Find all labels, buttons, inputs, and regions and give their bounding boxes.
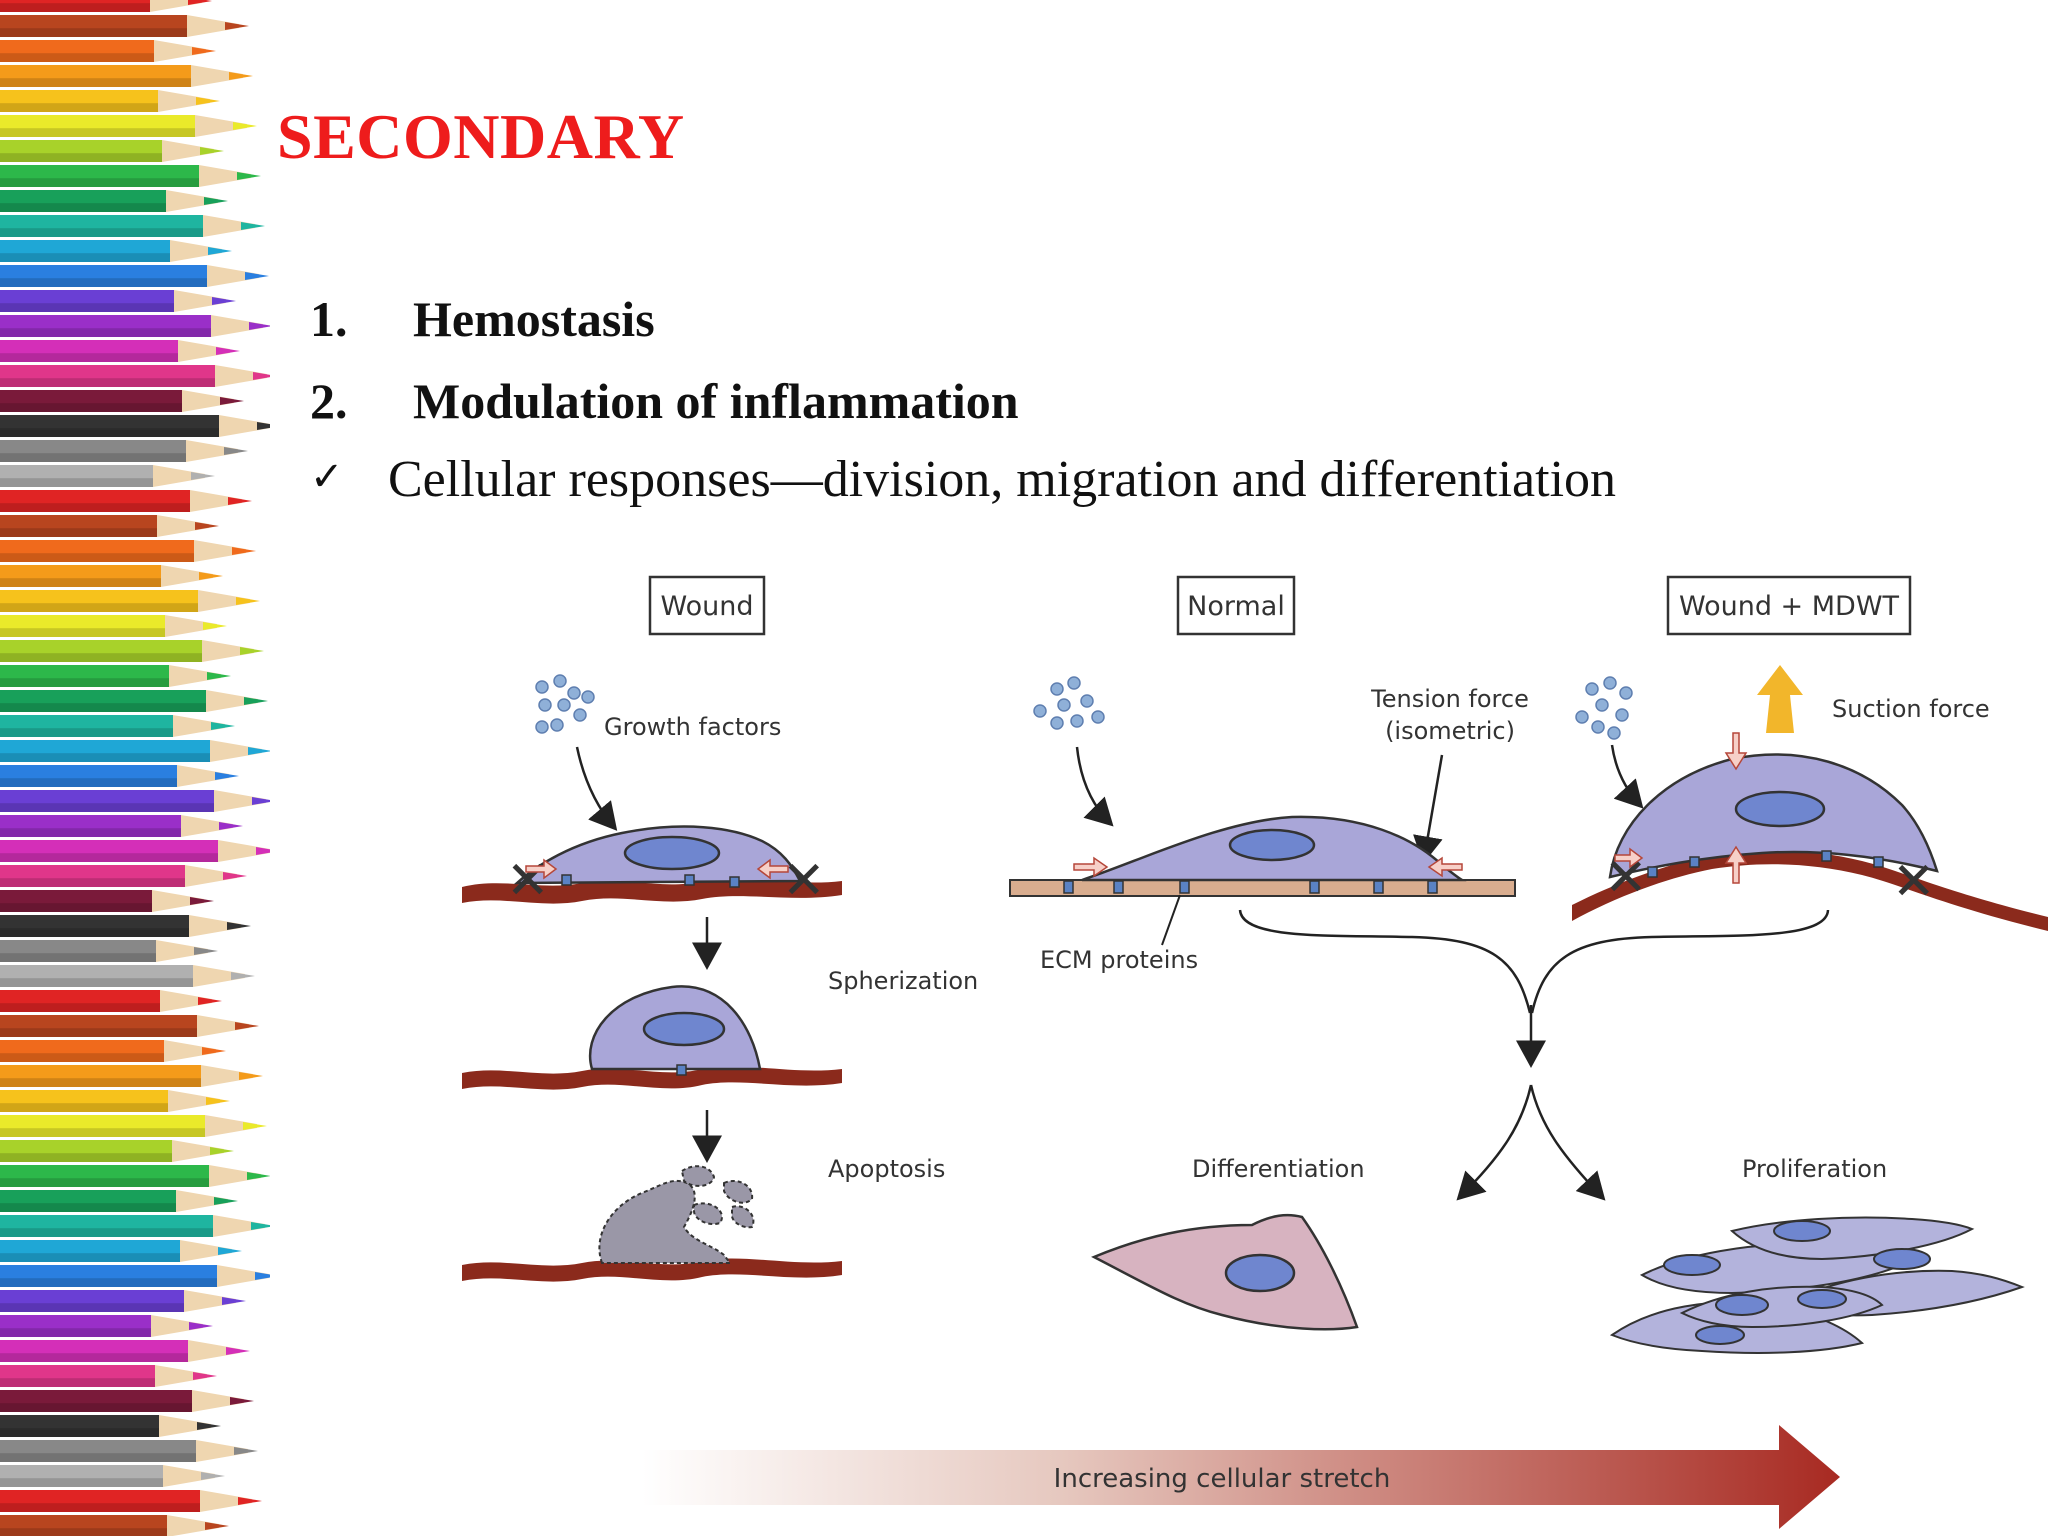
list-text: Hemostasis [413,291,655,347]
list-text: Modulation of inflammation [413,373,1019,429]
label-tension-isometric: (isometric) [1385,717,1515,745]
label-growth-factors: Growth factors [604,713,781,741]
panel-header-wound-mdwt: Wound + MDWT [1666,575,1912,636]
colored-pencils-border [0,0,270,1536]
growth-factor-dots-wound [535,674,595,734]
apoptotic-cell [462,1165,842,1282]
list-item-hemostasis: 1. Hemostasis [310,290,655,348]
label-stretch: Increasing cellular stretch [1054,1464,1391,1494]
list-item-inflammation: 2. Modulation of inflammation [310,372,1019,430]
label-proliferation: Proliferation [1742,1155,1887,1183]
suction-arrow-icon [1757,665,1803,733]
split-arrow-left [1456,1084,1533,1201]
check-text: Cellular responses—division, migration a… [388,451,1617,508]
growth-factor-dots-mdwt [1575,676,1633,740]
label-differentiation: Differentiation [1192,1155,1365,1183]
x-icon: ✕ [782,851,826,911]
label-apoptosis: Apoptosis [828,1155,945,1183]
differentiated-cell [1091,1213,1359,1331]
converge-line-right [1530,909,1830,1014]
growth-factor-dots-normal [1033,676,1105,730]
label-suction-force: Suction force [1832,695,1990,723]
list-number: 1. [310,291,348,347]
converge-line-left [1238,909,1532,1014]
check-item-cellular-responses: ✓ Cellular responses—division, migration … [310,450,1616,509]
x-icon: ✕ [1892,852,1936,912]
checkmark-icon: ✓ [310,454,344,500]
x-icon: ✕ [506,851,550,911]
label-ecm-proteins: ECM proteins [1040,946,1198,974]
label-spherization: Spherization [828,967,978,995]
svg-text:Wound: Wound [661,591,754,622]
wound-mdwt-cell: ✕ ✕ [1572,732,2048,931]
label-tension-force: Tension force [1370,685,1529,713]
growth-factor-arrow [575,746,618,831]
list-number: 2. [310,373,348,429]
tension-force-arrow [1413,754,1444,864]
normal-cell [1009,815,1516,897]
svg-text:Normal: Normal [1187,591,1285,622]
spherized-cell [462,985,842,1090]
stretch-arrow: Increasing cellular stretch [642,1425,1840,1529]
slide-title: SECONDARY [277,101,685,172]
growth-factor-arrow [1610,744,1644,809]
wound-healing-diagram: Wound Normal Wound + MDWT Growth factors… [462,575,2048,1529]
split-arrow-right [1529,1084,1606,1201]
proliferating-cells [1609,1216,2025,1354]
panel-header-normal: Normal [1176,575,1296,636]
ecm-pointer [1161,894,1181,946]
wound-cell: ✕ ✕ [462,825,842,911]
svg-text:Wound + MDWT: Wound + MDWT [1679,591,1900,622]
panel-header-wound: Wound [648,575,766,636]
growth-factor-arrow [1075,746,1114,827]
